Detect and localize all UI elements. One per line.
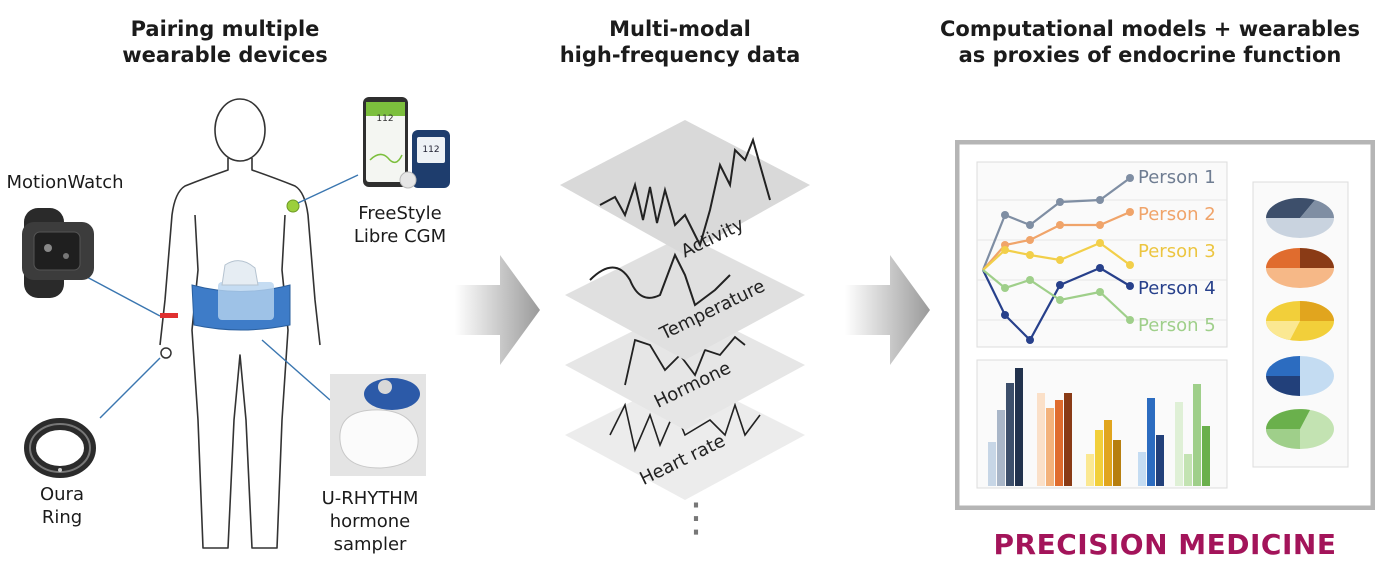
label-line: sampler xyxy=(333,534,407,555)
heading-line: Computational models + wearables xyxy=(939,17,1361,41)
label-line: U-RHYTHM xyxy=(321,488,419,509)
series-person-5 xyxy=(982,269,1131,321)
heading-line: Multi-modal xyxy=(609,17,751,41)
label-line: Oura xyxy=(39,484,84,505)
series-person-4 xyxy=(982,266,1131,342)
flow-arrow-right-icon xyxy=(845,255,930,365)
layer-hormone: Hormone xyxy=(565,305,805,430)
pie-green xyxy=(1266,409,1334,449)
finger-ring-icon xyxy=(160,347,172,359)
layer-heart-rate: Heart rate xyxy=(565,375,805,500)
flow-arrow-left-icon xyxy=(455,255,540,365)
legend-person-4: Person 4 xyxy=(1138,278,1216,299)
urhythm-label: U-RHYTHM hormone sampler xyxy=(305,487,435,556)
panel-heading-devices: Pairing multiple wearable devices xyxy=(100,16,350,68)
cgm-reader-reading: 112 xyxy=(422,145,439,155)
model-dashboard: Person 1 Person 2 Person 3 Person 4 Pers… xyxy=(955,140,1375,510)
label-line: Ring xyxy=(41,507,83,528)
cgm-reader-icon: 112 112 xyxy=(363,97,450,189)
cgm-phone-reading: 112 xyxy=(376,114,393,124)
series-person-3 xyxy=(982,241,1131,271)
line-chart-panel xyxy=(976,161,1228,348)
body-diagram: 112 112 xyxy=(22,97,450,549)
panel-heading-data: Multi-modal high-frequency data xyxy=(540,16,820,68)
label-line: FreeStyle xyxy=(358,203,442,224)
motionwatch-label: MotionWatch xyxy=(6,172,124,193)
hormone-belt-icon xyxy=(191,260,291,331)
cgm-label: FreeStyle Libre CGM xyxy=(340,202,460,248)
bar-group xyxy=(988,368,1210,486)
pie-blue xyxy=(1266,356,1334,396)
heading-line: high-frequency data xyxy=(559,43,801,67)
oura-label: Oura Ring xyxy=(22,483,102,529)
pie-orange xyxy=(1266,248,1334,288)
cgm-sensor-icon xyxy=(286,199,300,213)
label-line: hormone xyxy=(329,511,411,532)
series-person-1 xyxy=(981,177,1131,271)
motionwatch-device-icon xyxy=(22,208,94,298)
urhythm-sampler-icon xyxy=(330,374,426,476)
pie-gray xyxy=(1265,197,1335,238)
legend-person-2: Person 2 xyxy=(1138,204,1216,225)
legend-person-5: Person 5 xyxy=(1138,315,1216,336)
data-layers: Heart rate Hormone Temperature Activity xyxy=(560,120,810,500)
label-line: Libre CGM xyxy=(353,226,447,247)
panel-heading-models: Computational models + wearables as prox… xyxy=(920,16,1380,68)
oura-ring-icon xyxy=(24,418,96,478)
human-silhouette xyxy=(159,98,321,549)
heading-line: wearable devices xyxy=(122,43,328,67)
heading-line: as proxies of endocrine function xyxy=(958,43,1342,67)
pie-yellow xyxy=(1266,301,1334,341)
more-layers-ellipsis: ⋮ xyxy=(676,495,716,541)
precision-medicine-title: PRECISION MEDICINE xyxy=(993,528,1337,561)
layer-activity: Activity xyxy=(560,120,810,262)
wristband-icon xyxy=(160,313,178,318)
heading-line: Pairing multiple xyxy=(130,17,320,41)
legend-person-1: Person 1 xyxy=(1138,167,1216,188)
legend-person-3: Person 3 xyxy=(1138,241,1216,262)
